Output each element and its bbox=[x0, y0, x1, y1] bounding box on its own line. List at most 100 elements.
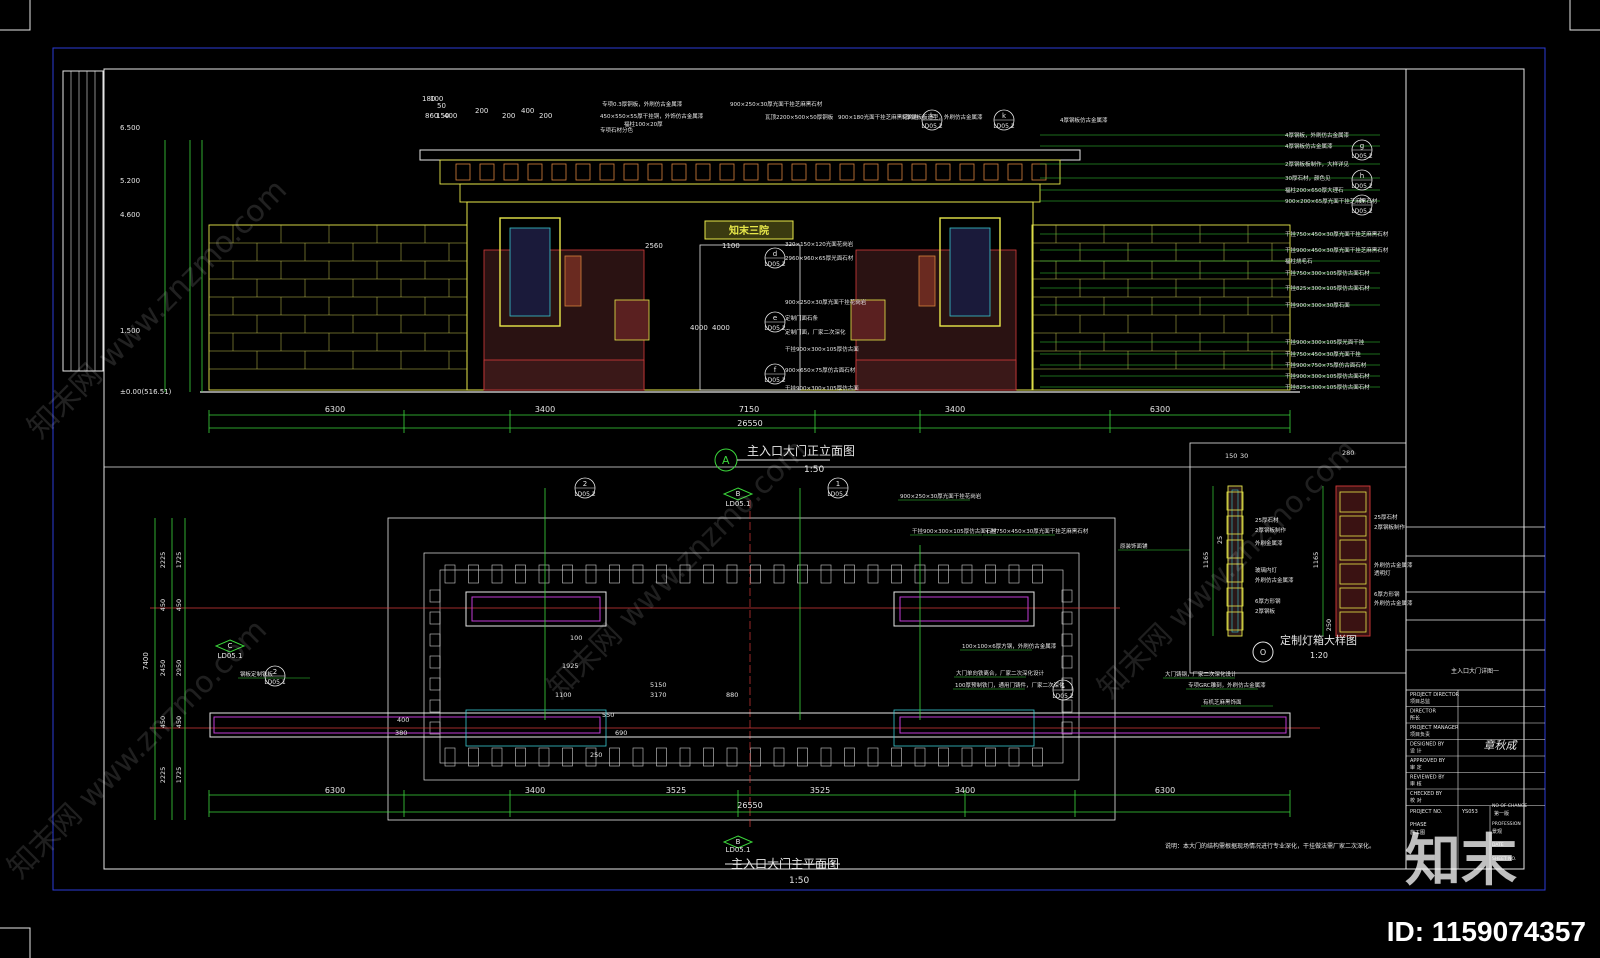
plan-bracket bbox=[429, 589, 441, 603]
svg-text:C: C bbox=[228, 642, 233, 650]
plan-bracket bbox=[1061, 655, 1073, 669]
elevation-dim: 7150 bbox=[739, 405, 759, 414]
detail-ref-num: h bbox=[1360, 197, 1364, 205]
lamp-callout: 25厚石材 bbox=[1374, 513, 1398, 521]
plan-bracket bbox=[750, 564, 761, 584]
plan-bracket bbox=[726, 564, 738, 584]
lamp-cell bbox=[1226, 611, 1244, 631]
lamp-callout: 玻璃内灯 bbox=[1255, 566, 1278, 574]
title-block-label: CHECKED BY bbox=[1410, 791, 1443, 797]
roof-bracket-block bbox=[983, 163, 999, 181]
plan-bracket bbox=[679, 564, 691, 584]
lamp-dim: 150 bbox=[1225, 452, 1237, 460]
plan-bracket bbox=[656, 747, 667, 767]
plan-inner-dim: 690 bbox=[615, 729, 627, 737]
lamp-cell bbox=[1226, 515, 1244, 535]
plan-inner-dim: 5150 bbox=[650, 681, 667, 689]
plan-bracket bbox=[1061, 611, 1073, 625]
elevation-dim: 6300 bbox=[325, 405, 345, 414]
plan-left-total: 7400 bbox=[142, 652, 150, 670]
plan-bracket bbox=[1032, 564, 1043, 584]
callout: 干挂900×300×30厚石面 bbox=[1285, 301, 1350, 309]
plan-bracket bbox=[515, 564, 526, 584]
callout: 2厚钢板板制作，大样详见 bbox=[1285, 160, 1350, 168]
plan-bracket bbox=[679, 747, 691, 767]
plan-left-dim: 2950 bbox=[175, 660, 183, 677]
detail-ref-sheet: LD05.2 bbox=[993, 123, 1015, 130]
title-block-value: 项目总监 bbox=[1410, 698, 1430, 705]
plan-bracket bbox=[656, 564, 667, 584]
signature: 章秋成 bbox=[1484, 739, 1519, 752]
plan-dim: 3400 bbox=[525, 786, 545, 795]
lamp-callout: 25厚石材 bbox=[1255, 516, 1279, 524]
plan-bracket bbox=[1008, 747, 1020, 767]
plan-dim: 3525 bbox=[810, 786, 830, 795]
svg-text:B: B bbox=[736, 490, 741, 498]
lamp-cell bbox=[1339, 515, 1367, 537]
top-dim: 400 bbox=[521, 107, 534, 115]
roof-bracket-block bbox=[815, 163, 831, 181]
title-block-value: 所长 bbox=[1410, 715, 1420, 722]
callout: 专项石材分色 bbox=[600, 126, 634, 134]
lamp-cell bbox=[1226, 587, 1244, 607]
plan-callout: 大门铸钢，厂家二次深化设计 bbox=[1165, 670, 1237, 678]
title-block-label: PROJECT MANAGER bbox=[1410, 725, 1459, 731]
roof-bracket-block bbox=[887, 163, 903, 181]
plan-bracket bbox=[585, 564, 597, 584]
gate-dim: 4000 bbox=[712, 324, 730, 332]
detail-ref-sheet: LD05.2 bbox=[764, 377, 786, 384]
roof-bracket-block bbox=[527, 163, 543, 181]
plan-dim: 3525 bbox=[666, 786, 686, 795]
plan-left-dim: 1725 bbox=[175, 552, 183, 569]
elevation-dim: 3400 bbox=[535, 405, 555, 414]
title-block-value: 项目负责 bbox=[1410, 731, 1430, 738]
lamp-callout: 2厚钢板制作 bbox=[1255, 526, 1286, 534]
title-block bbox=[1406, 526, 1545, 869]
plan-bracket bbox=[891, 564, 902, 584]
plan-bracket bbox=[538, 564, 550, 584]
lamp-cell bbox=[1339, 491, 1367, 513]
plan-bracket bbox=[444, 564, 456, 584]
section-ref-sheet: LD05.1 bbox=[827, 491, 849, 498]
top-dim: 180 bbox=[422, 95, 435, 103]
callout: 450×550×55厚干挂铜，外饰仿古金属漆 bbox=[600, 112, 704, 120]
plan-dim: 6300 bbox=[325, 786, 345, 795]
plan-bracket bbox=[797, 564, 808, 584]
plan-bracket bbox=[867, 564, 879, 584]
roof-bracket-block bbox=[599, 163, 615, 181]
profession: 景观 bbox=[1492, 828, 1502, 835]
plan-bracket bbox=[985, 747, 996, 767]
plan-bracket bbox=[491, 747, 503, 767]
plan-wall bbox=[209, 712, 1291, 738]
top-dim: 200 bbox=[539, 112, 552, 120]
plan-bracket bbox=[867, 747, 879, 767]
sign-text: 知末三院 bbox=[728, 224, 769, 237]
svg-text:LD05.1: LD05.1 bbox=[726, 846, 751, 854]
lamp-cell bbox=[1226, 539, 1244, 559]
lamp-callout: 外刷仿古金属漆 bbox=[1255, 576, 1294, 584]
lamp-marker: O bbox=[1260, 648, 1266, 657]
lamp-cell bbox=[1339, 587, 1367, 609]
plan-bracket bbox=[961, 747, 973, 767]
callout: 干挂825×300×105厚仿古面石材 bbox=[1285, 284, 1370, 292]
plan-bracket bbox=[609, 564, 620, 584]
plan-bracket bbox=[985, 564, 996, 584]
plan-bracket bbox=[562, 747, 573, 767]
plan-inner-dim: 380 bbox=[395, 729, 407, 737]
plan-bracket bbox=[1032, 747, 1043, 767]
sign-plaque bbox=[704, 220, 794, 240]
plan-bracket bbox=[468, 747, 479, 767]
plan-bracket bbox=[938, 747, 949, 767]
plan-left-dim: 450 bbox=[175, 716, 183, 728]
title-block-label: APPROVED BY bbox=[1410, 758, 1446, 764]
level-mark: ±0.00(516.51) bbox=[120, 388, 172, 396]
lamp-dim: 250 bbox=[1325, 619, 1333, 631]
detail-ref-sheet: LD05.2 bbox=[764, 325, 786, 332]
plan-bracket bbox=[726, 747, 738, 767]
plan-pier-left bbox=[465, 591, 607, 627]
elevation-marker: A bbox=[722, 454, 730, 467]
plan-inner-dim: 400 bbox=[397, 716, 409, 724]
lamp-callout: 外刷仿古金属漆 bbox=[1374, 599, 1413, 607]
plan-left-dim: 2225 bbox=[159, 767, 167, 784]
plan-left-dim: 1725 bbox=[175, 767, 183, 784]
